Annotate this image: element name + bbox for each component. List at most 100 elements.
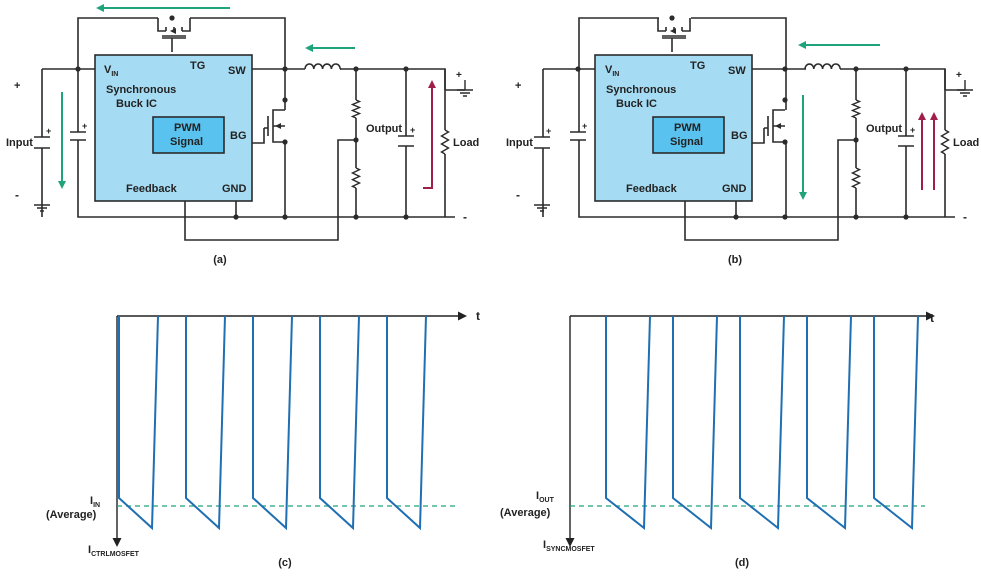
mosfet-leads (157, 18, 191, 39)
sw-label: SW (228, 65, 246, 77)
inductor-icon (304, 63, 341, 70)
junction-dot (903, 214, 909, 220)
resistor-icon (850, 167, 862, 189)
junction-dot (575, 66, 581, 72)
t-axis-label: t (930, 311, 934, 325)
junction-dot (733, 214, 739, 220)
feedback-label: Feedback (626, 183, 678, 195)
resistor-icon (940, 129, 950, 155)
sawtooth-waveform (605, 315, 919, 531)
junction-dot (353, 137, 359, 143)
vin-label: VIN (605, 64, 619, 78)
feedback-label: Feedback (126, 183, 178, 195)
average-label: IOUT (536, 490, 555, 504)
junction-dot (282, 214, 288, 220)
mosfet-leads (264, 109, 285, 143)
junction-dot (853, 214, 859, 220)
arrow-icon (423, 80, 436, 189)
output-plus-sign: + (956, 70, 962, 81)
tg-label: TG (690, 60, 705, 72)
mosfet-arrow (775, 123, 781, 129)
input-label: Input (6, 137, 33, 149)
pwm-block (152, 116, 225, 154)
junction-dot (75, 66, 81, 72)
output-plus-sign: + (456, 70, 462, 81)
pwm-block (652, 116, 725, 154)
inductor-icon (804, 63, 841, 70)
output-minus-sign: - (963, 210, 967, 224)
junction-dot (853, 137, 859, 143)
junction-dot (669, 15, 675, 21)
mosfet-arrow (170, 28, 176, 34)
capacitor-plus-mark: + (582, 121, 587, 131)
mosfet-icon (157, 18, 191, 39)
ic-title-line2: Buck IC (616, 98, 657, 110)
junction-dot (403, 66, 409, 72)
junction-dot (903, 66, 909, 72)
bg-label: BG (230, 130, 247, 142)
gnd-label: GND (722, 183, 747, 195)
ground-icon (34, 204, 50, 212)
junction-dot (169, 15, 175, 21)
ic-title-line1: Synchronous (106, 84, 176, 96)
ic-title-line2: Buck IC (116, 98, 157, 110)
input-plus-sign: + (515, 80, 521, 92)
average-label: IIN (90, 495, 100, 509)
mosfet-leads (657, 18, 691, 39)
junction-dot (233, 214, 239, 220)
mosfet-arrow (275, 123, 281, 129)
sawtooth-waveform (118, 315, 427, 531)
ground-icon (957, 89, 973, 97)
capacitor-icon (398, 135, 414, 147)
junction-dot (782, 214, 788, 220)
mosfet-icon (264, 109, 285, 143)
capacitor-plus-mark: + (82, 121, 87, 131)
pwm-label-line2: Signal (670, 136, 703, 148)
ic-title-line1: Synchronous (606, 84, 676, 96)
junction-dot (353, 214, 359, 220)
capacitor-plus-mark: + (410, 125, 415, 135)
input-minus-sign: - (516, 188, 520, 202)
resistor-icon (850, 99, 862, 119)
junction-dot (403, 214, 409, 220)
capacitor-icon (70, 131, 86, 141)
resistor-icon (350, 99, 362, 119)
t-axis-label: t (476, 309, 480, 323)
junction-dot (782, 66, 788, 72)
junction-dot (782, 97, 788, 103)
capacitor-plus-mark: + (46, 126, 51, 136)
input-label: Input (506, 137, 533, 149)
mosfet-arrow (670, 28, 676, 34)
current-axis-label: ISYNCMOSFET (543, 539, 595, 553)
pwm-label-line2: Signal (170, 136, 203, 148)
resistor-icon (350, 167, 362, 189)
caption-d: (d) (735, 557, 749, 569)
circuit-a (41, 17, 455, 241)
input-minus-sign: - (15, 188, 19, 202)
caption-b: (b) (728, 254, 742, 266)
caption-c: (c) (278, 557, 292, 569)
junction-dot (853, 66, 859, 72)
mosfet-icon (657, 18, 691, 39)
mosfet-leads (764, 109, 785, 143)
caption-a: (a) (213, 254, 227, 266)
capacitor-icon (570, 131, 586, 141)
gnd-label: GND (222, 183, 247, 195)
capacitor-icon (898, 135, 914, 147)
waveform-d (565, 311, 935, 547)
tg-label: TG (190, 60, 205, 72)
circuit-b (542, 17, 955, 241)
output-label: Output (366, 123, 402, 135)
junction-dot (282, 97, 288, 103)
vin-label: VIN (104, 64, 118, 78)
average-note: (Average) (500, 507, 551, 519)
pwm-label-line1: PWM (674, 122, 701, 134)
bg-label: BG (731, 130, 748, 142)
current-axis-label: ICTRLMOSFET (88, 544, 140, 558)
capacitor-icon (534, 136, 550, 149)
junction-dot (282, 66, 288, 72)
ground-icon (534, 204, 550, 212)
circuit-components: + + + (34, 15, 473, 220)
sw-label: SW (728, 65, 746, 77)
